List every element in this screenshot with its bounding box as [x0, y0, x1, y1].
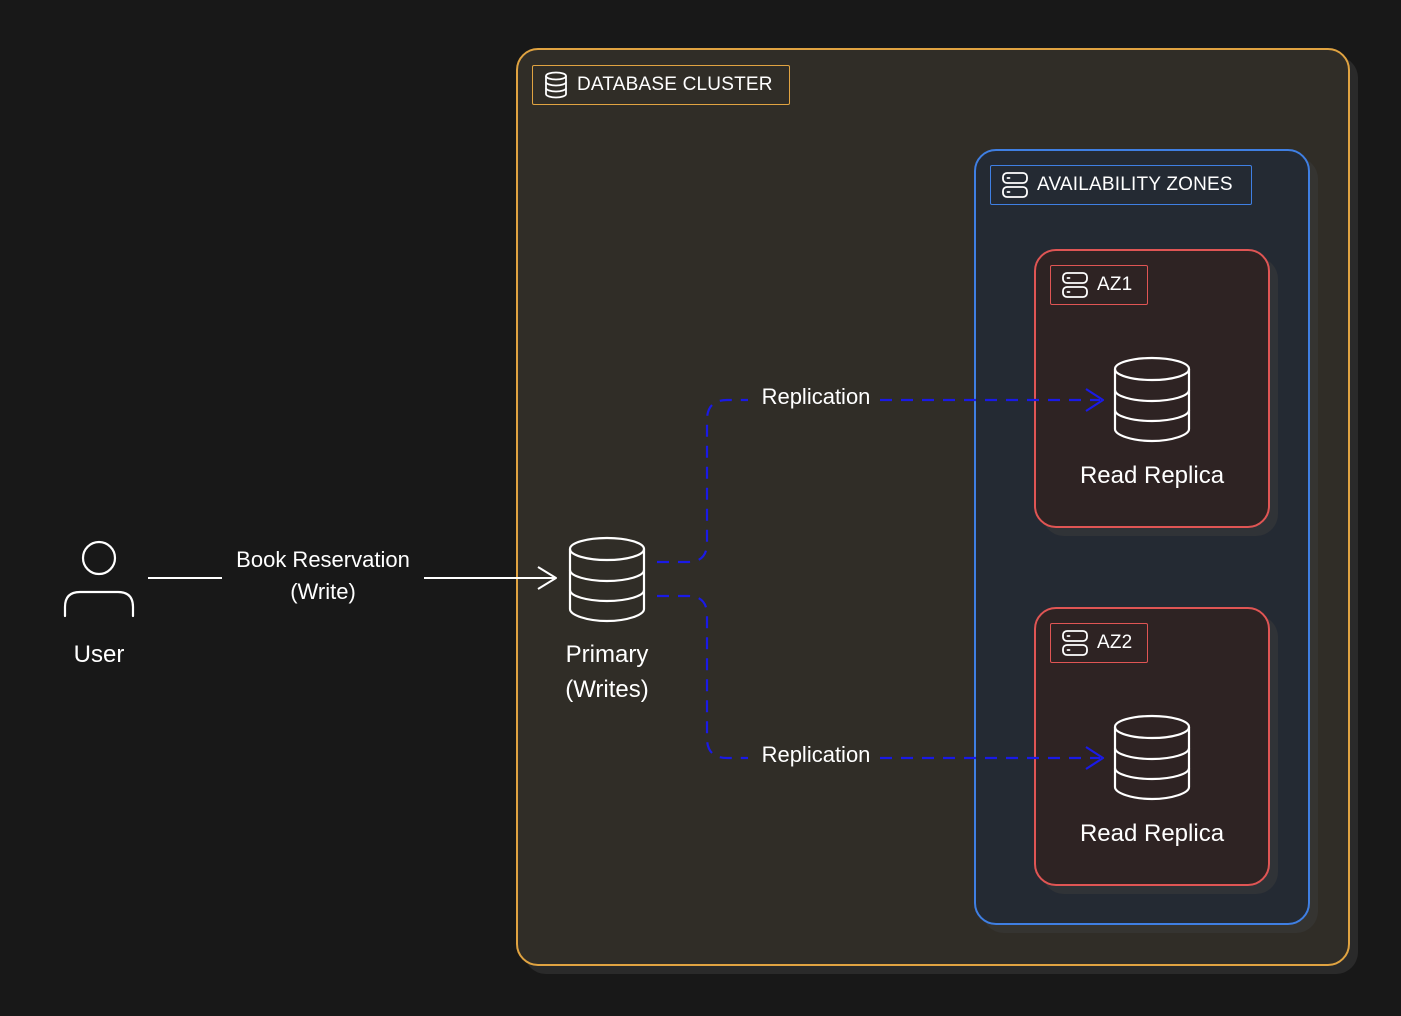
replication-edge-1[interactable]	[657, 388, 1105, 564]
availability-zones-title: AVAILABILITY ZONES	[1037, 174, 1233, 195]
primary-label-line2: (Writes)	[565, 676, 649, 703]
replication-label-2: Replication	[761, 742, 871, 767]
availability-zones-label: AVAILABILITY ZONES	[990, 165, 1252, 205]
write-edge-label: Book Reservation (Write)	[223, 544, 423, 608]
write-edge[interactable]	[148, 566, 557, 590]
server-icon	[1002, 172, 1028, 198]
database-cluster-label: DATABASE CLUSTER	[532, 65, 790, 105]
user-icon[interactable]	[63, 540, 135, 618]
az1-label: AZ1	[1050, 265, 1148, 305]
az2-title: AZ2	[1097, 632, 1133, 653]
replica-1-label: Read Replica	[1079, 462, 1225, 489]
arrowhead-icon	[1085, 746, 1105, 770]
server-icon	[1062, 272, 1088, 298]
replica-2-label: Read Replica	[1079, 820, 1225, 847]
database-icon	[545, 71, 567, 99]
replica-2-database-icon[interactable]	[1113, 714, 1191, 801]
replication-label-1: Replication	[761, 384, 871, 409]
replica-1-database-icon[interactable]	[1113, 356, 1191, 443]
primary-label-line1: Primary	[565, 641, 649, 668]
az1-title: AZ1	[1097, 274, 1133, 295]
primary-database-icon[interactable]	[568, 536, 646, 623]
server-icon	[1062, 630, 1088, 656]
primary-label: Primary (Writes)	[527, 637, 687, 707]
write-edge-label-line2: (Write)	[290, 579, 356, 604]
arrowhead-icon	[1085, 388, 1105, 412]
user-label: User	[73, 641, 125, 668]
write-edge-label-line1: Book Reservation	[236, 547, 410, 572]
replication-edge-2[interactable]	[657, 594, 1105, 770]
arrowhead-icon	[537, 566, 557, 590]
az2-label: AZ2	[1050, 623, 1148, 663]
database-cluster-title: DATABASE CLUSTER	[577, 74, 773, 95]
